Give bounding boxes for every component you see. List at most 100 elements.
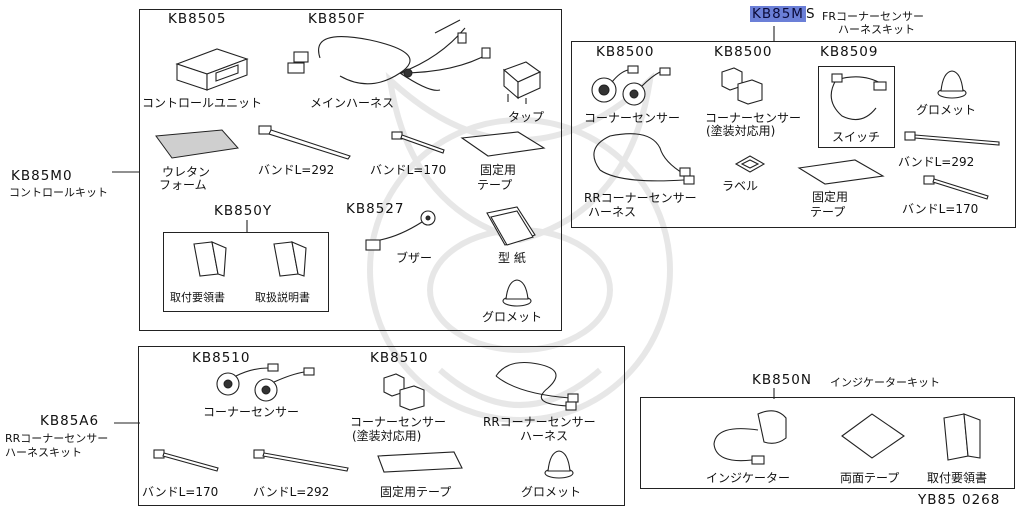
fr-kit-code-highlight[interactable]: KB85M: [750, 6, 806, 22]
fr-corner-sensor-paint-label-1: コーナーセンサー: [705, 111, 802, 125]
fr-rr-harness-label-2: ハーネス: [588, 205, 637, 219]
instruction-manual-icon: [273, 241, 307, 277]
rr-band-170-icon: [153, 449, 219, 472]
rr-kit-name-2: ハーネスキット: [5, 446, 82, 459]
rr-kit-box: [138, 346, 625, 506]
fr-band-170-label: バンドL=170: [902, 202, 979, 216]
control-kit-code: KB85M0: [11, 168, 73, 184]
label-sticker-icon: [734, 155, 766, 173]
rr-corner-sensor-paint-code: KB8510: [370, 350, 429, 366]
rr-kit-leader-line: [114, 422, 140, 424]
control-unit-label: コントロールユニット: [142, 96, 263, 110]
band-170-label: バンドL=170: [370, 163, 447, 177]
indicator-icon: [713, 410, 787, 465]
fr-corner-sensor-code: KB8500: [596, 44, 655, 60]
switch-label: スイッチ: [832, 130, 881, 144]
fr-corner-sensor-paint-icon: [721, 67, 763, 105]
rr-kit-name-1: RRコーナーセンサー: [5, 432, 109, 445]
rr-kit-code: KB85A6: [40, 413, 100, 429]
manuals-box: [163, 232, 329, 312]
rr-corner-sensor-paint-icon: [383, 373, 425, 411]
switch-code: KB8509: [820, 44, 879, 60]
fr-corner-sensor-icon: [591, 65, 671, 106]
rr-corner-sensor-label: コーナーセンサー: [203, 405, 300, 419]
control-kit-name: コントロールキット: [9, 186, 108, 199]
fr-kit-code-tail: S: [805, 6, 816, 22]
instruction-manual-label: 取扱説明書: [255, 291, 310, 304]
buzzer-label: ブザー: [396, 251, 433, 265]
fr-kit-name-1: FRコーナーセンサー: [822, 10, 924, 23]
fr-fixing-tape-label-1: 固定用: [812, 190, 849, 204]
label-sticker-label: ラベル: [722, 179, 759, 193]
fixing-tape-icon: [460, 131, 546, 157]
switch-box: [818, 66, 895, 148]
figure-id: YB85 0268: [918, 492, 1001, 508]
fr-fixing-tape-label-2: テープ: [810, 205, 846, 219]
band-170-icon: [391, 131, 445, 154]
double-tape-icon: [841, 413, 905, 459]
rr-corner-sensor-icon: [216, 363, 315, 402]
manuals-leader-line: [246, 220, 248, 233]
fr-fixing-tape-icon: [797, 159, 885, 185]
rr-band-292-icon: [253, 449, 349, 472]
rr-corner-sensor-paint-label-2: (塗装対応用): [352, 429, 422, 443]
fr-grommet-label: グロメット: [916, 103, 977, 117]
rr-harness-icon: [495, 361, 579, 411]
indicator-kit-code: KB850N: [752, 372, 812, 388]
fr-kit-box: [571, 41, 1016, 228]
fr-kit-name-2: ハーネスキット: [838, 23, 915, 36]
rr-fixing-tape-icon: [377, 451, 463, 473]
manuals-code: KB850Y: [214, 203, 273, 219]
main-harness-label: メインハーネス: [310, 96, 395, 110]
fr-grommet-icon: [937, 70, 967, 99]
rr-harness-label-2: ハーネス: [520, 429, 569, 443]
control-kit-box: [139, 9, 562, 331]
urethane-foam-icon: [155, 129, 239, 159]
indicator-kit-box: [640, 397, 1015, 489]
band-292-label: バンドL=292: [258, 163, 335, 177]
tap-icon: [502, 61, 542, 104]
indicator-kit-name: インジケーターキット: [830, 376, 940, 389]
rr-grommet-icon: [544, 450, 574, 479]
fixing-tape-label-1: 固定用: [480, 163, 517, 177]
indicator-manual-icon: [943, 413, 981, 461]
band-292-icon: [258, 125, 351, 160]
main-harness-code: KB850F: [308, 11, 366, 27]
fr-corner-sensor-paint-code: KB8500: [714, 44, 773, 60]
rr-grommet-label: グロメット: [521, 485, 582, 499]
rr-corner-sensor-code: KB8510: [192, 350, 251, 366]
fr-band-170-icon: [923, 175, 989, 200]
tap-label: タップ: [508, 110, 545, 124]
main-harness-icon: [287, 19, 491, 91]
fr-band-292-icon: [904, 131, 1000, 146]
buzzer-icon: [365, 210, 436, 251]
fr-kit-leader-line: [773, 26, 775, 41]
urethane-foam-label-2: フォーム: [159, 178, 207, 192]
control-kit-leader-line: [112, 171, 140, 173]
indicator-manual-label: 取付要領書: [927, 471, 988, 485]
install-manual-icon: [193, 241, 227, 277]
control-unit-icon: [175, 48, 249, 91]
fixing-tape-label-2: テープ: [477, 178, 513, 192]
fr-rr-harness-icon: [593, 133, 695, 185]
fr-corner-sensor-label: コーナーセンサー: [584, 111, 681, 125]
urethane-foam-label-1: ウレタン: [162, 165, 211, 179]
grommet-icon: [502, 279, 532, 307]
fr-rr-harness-label-1: RRコーナーセンサー: [584, 191, 697, 205]
rr-fixing-tape-label: 固定用テープ: [380, 485, 452, 499]
control-unit-code: KB8505: [168, 11, 227, 27]
fr-band-292-label: バンドL=292: [898, 155, 975, 169]
buzzer-code: KB8527: [346, 201, 405, 217]
install-manual-label: 取付要領書: [170, 291, 225, 304]
rr-band-292-label: バンドL=292: [253, 485, 330, 499]
indicator-label: インジケーター: [706, 471, 791, 485]
template-icon: [486, 206, 536, 246]
template-label: 型 紙: [498, 251, 526, 265]
switch-icon: [830, 73, 887, 121]
grommet-label: グロメット: [482, 310, 543, 324]
rr-harness-label-1: RRコーナーセンサー: [483, 415, 596, 429]
double-tape-label: 両面テープ: [840, 471, 900, 485]
rr-band-170-label: バンドL=170: [142, 485, 219, 499]
